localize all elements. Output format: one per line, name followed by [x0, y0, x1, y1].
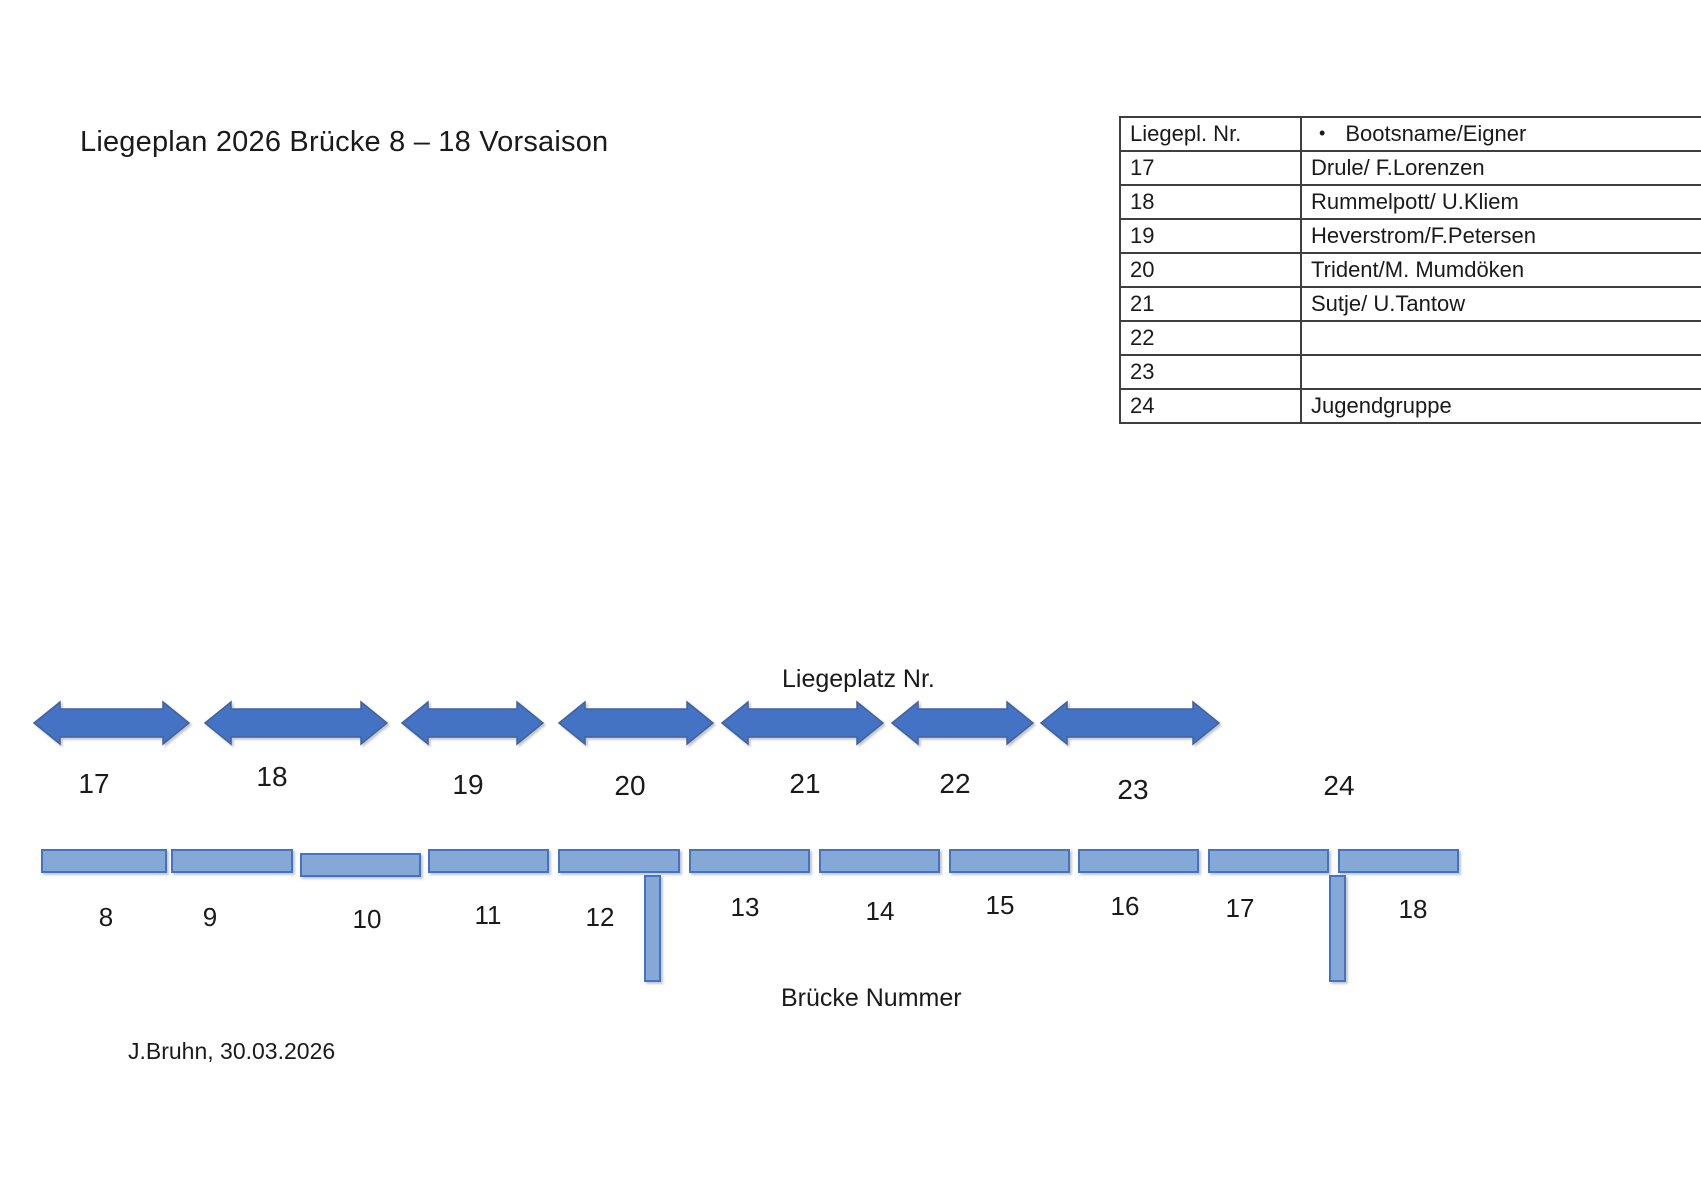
bridge-segment [1078, 849, 1199, 873]
header-bootsname-label: Bootsname/Eigner [1345, 121, 1527, 146]
boat-owner-cell: Heverstrom/F.Petersen [1300, 218, 1701, 254]
berth-nr-cell: 17 [1119, 150, 1302, 186]
boat-owner-cell: Rummelpott/ U.Kliem [1300, 184, 1701, 220]
table-row: 24 Jugendgruppe [1119, 388, 1701, 424]
berth-number-label: 21 [789, 768, 821, 799]
boat-owner-cell: Drule/ F.Lorenzen [1300, 150, 1701, 186]
table-row: 23 [1119, 354, 1701, 390]
bridge-number-label: 10 [352, 904, 382, 934]
boat-owner-cell: Sutje/ U.Tantow [1300, 286, 1701, 322]
bridge-segment [1208, 849, 1329, 873]
berth-number-label: 24 [1323, 770, 1355, 801]
table-row: 20 Trident/M. Mumdöken [1119, 252, 1701, 288]
berth-nr-cell: 18 [1119, 184, 1302, 220]
double-arrow-icon [204, 700, 388, 746]
berth-nr-cell: 21 [1119, 286, 1302, 322]
bridge-segment [300, 853, 421, 877]
berth-assignment-table: Liegepl. Nr. • Bootsname/Eigner 17 Drule/… [1119, 116, 1701, 424]
table-row: 19 Heverstrom/F.Petersen [1119, 218, 1701, 254]
bridge-segment [171, 849, 293, 873]
berth-number-label: 18 [256, 761, 288, 792]
boat-owner-cell [1300, 354, 1701, 390]
double-arrow-icon [721, 700, 884, 746]
bridge-segment [41, 849, 167, 873]
boat-owner-cell: Jugendgruppe [1300, 388, 1701, 424]
berth-nr-cell: 19 [1119, 218, 1302, 254]
table-row: 17 Drule/ F.Lorenzen [1119, 150, 1701, 186]
bridge-segment [428, 849, 549, 873]
bridge-number-label: 8 [98, 902, 114, 932]
berth-nr-cell: 23 [1119, 354, 1302, 390]
double-arrow-icon [558, 700, 714, 746]
berth-number-label: 22 [939, 768, 971, 799]
boat-owner-cell: Trident/M. Mumdöken [1300, 252, 1701, 288]
bridge-segment [819, 849, 940, 873]
berth-number-label: 17 [78, 768, 110, 799]
pier-post [644, 875, 661, 982]
table-row: 21 Sutje/ U.Tantow [1119, 286, 1701, 322]
pier-post [1329, 875, 1346, 982]
bridge-segment [689, 849, 810, 873]
bullet-icon: • [1319, 123, 1326, 143]
bridge-segment [558, 849, 680, 873]
bridge-segment [1338, 849, 1459, 873]
bridge-segment [949, 849, 1070, 873]
bridge-number-label: 14 [865, 896, 895, 926]
double-arrow-icon [1040, 700, 1220, 746]
bridge-number-label: 12 [585, 902, 615, 932]
bridge-number-label: 9 [202, 902, 218, 932]
bridge-number-label: 11 [474, 900, 502, 930]
berth-number-label: 19 [452, 769, 484, 800]
double-arrow-icon [401, 700, 544, 746]
bridge-number-label: 15 [985, 890, 1015, 920]
berth-nr-cell: 20 [1119, 252, 1302, 288]
table-row: 22 [1119, 320, 1701, 356]
table-row: 18 Rummelpott/ U.Kliem [1119, 184, 1701, 220]
bridge-number-label: 16 [1110, 891, 1140, 921]
boat-owner-cell [1300, 320, 1701, 356]
header-liegepl-nr: Liegepl. Nr. [1119, 116, 1302, 152]
author-date-note: J.Bruhn, 30.03.2026 [128, 1038, 336, 1064]
bruecke-axis-label: Brücke Nummer [781, 984, 962, 1012]
double-arrow-icon [33, 700, 190, 746]
liegeplatz-axis-label: Liegeplatz Nr. [782, 665, 935, 693]
berth-number-label: 23 [1117, 774, 1149, 805]
bridge-number-label: 17 [1225, 893, 1255, 923]
bridge-number-label: 18 [1398, 894, 1428, 924]
berth-number-label: 20 [614, 770, 646, 801]
page-title: Liegeplan 2026 Brücke 8 – 18 Vorsaison [80, 126, 609, 158]
header-bootsname-eigner: • Bootsname/Eigner [1300, 116, 1701, 152]
table-header-row: Liegepl. Nr. • Bootsname/Eigner [1119, 116, 1701, 152]
berth-nr-cell: 22 [1119, 320, 1302, 356]
double-arrow-icon [891, 700, 1034, 746]
bridge-number-label: 13 [730, 892, 760, 922]
berth-nr-cell: 24 [1119, 388, 1302, 424]
